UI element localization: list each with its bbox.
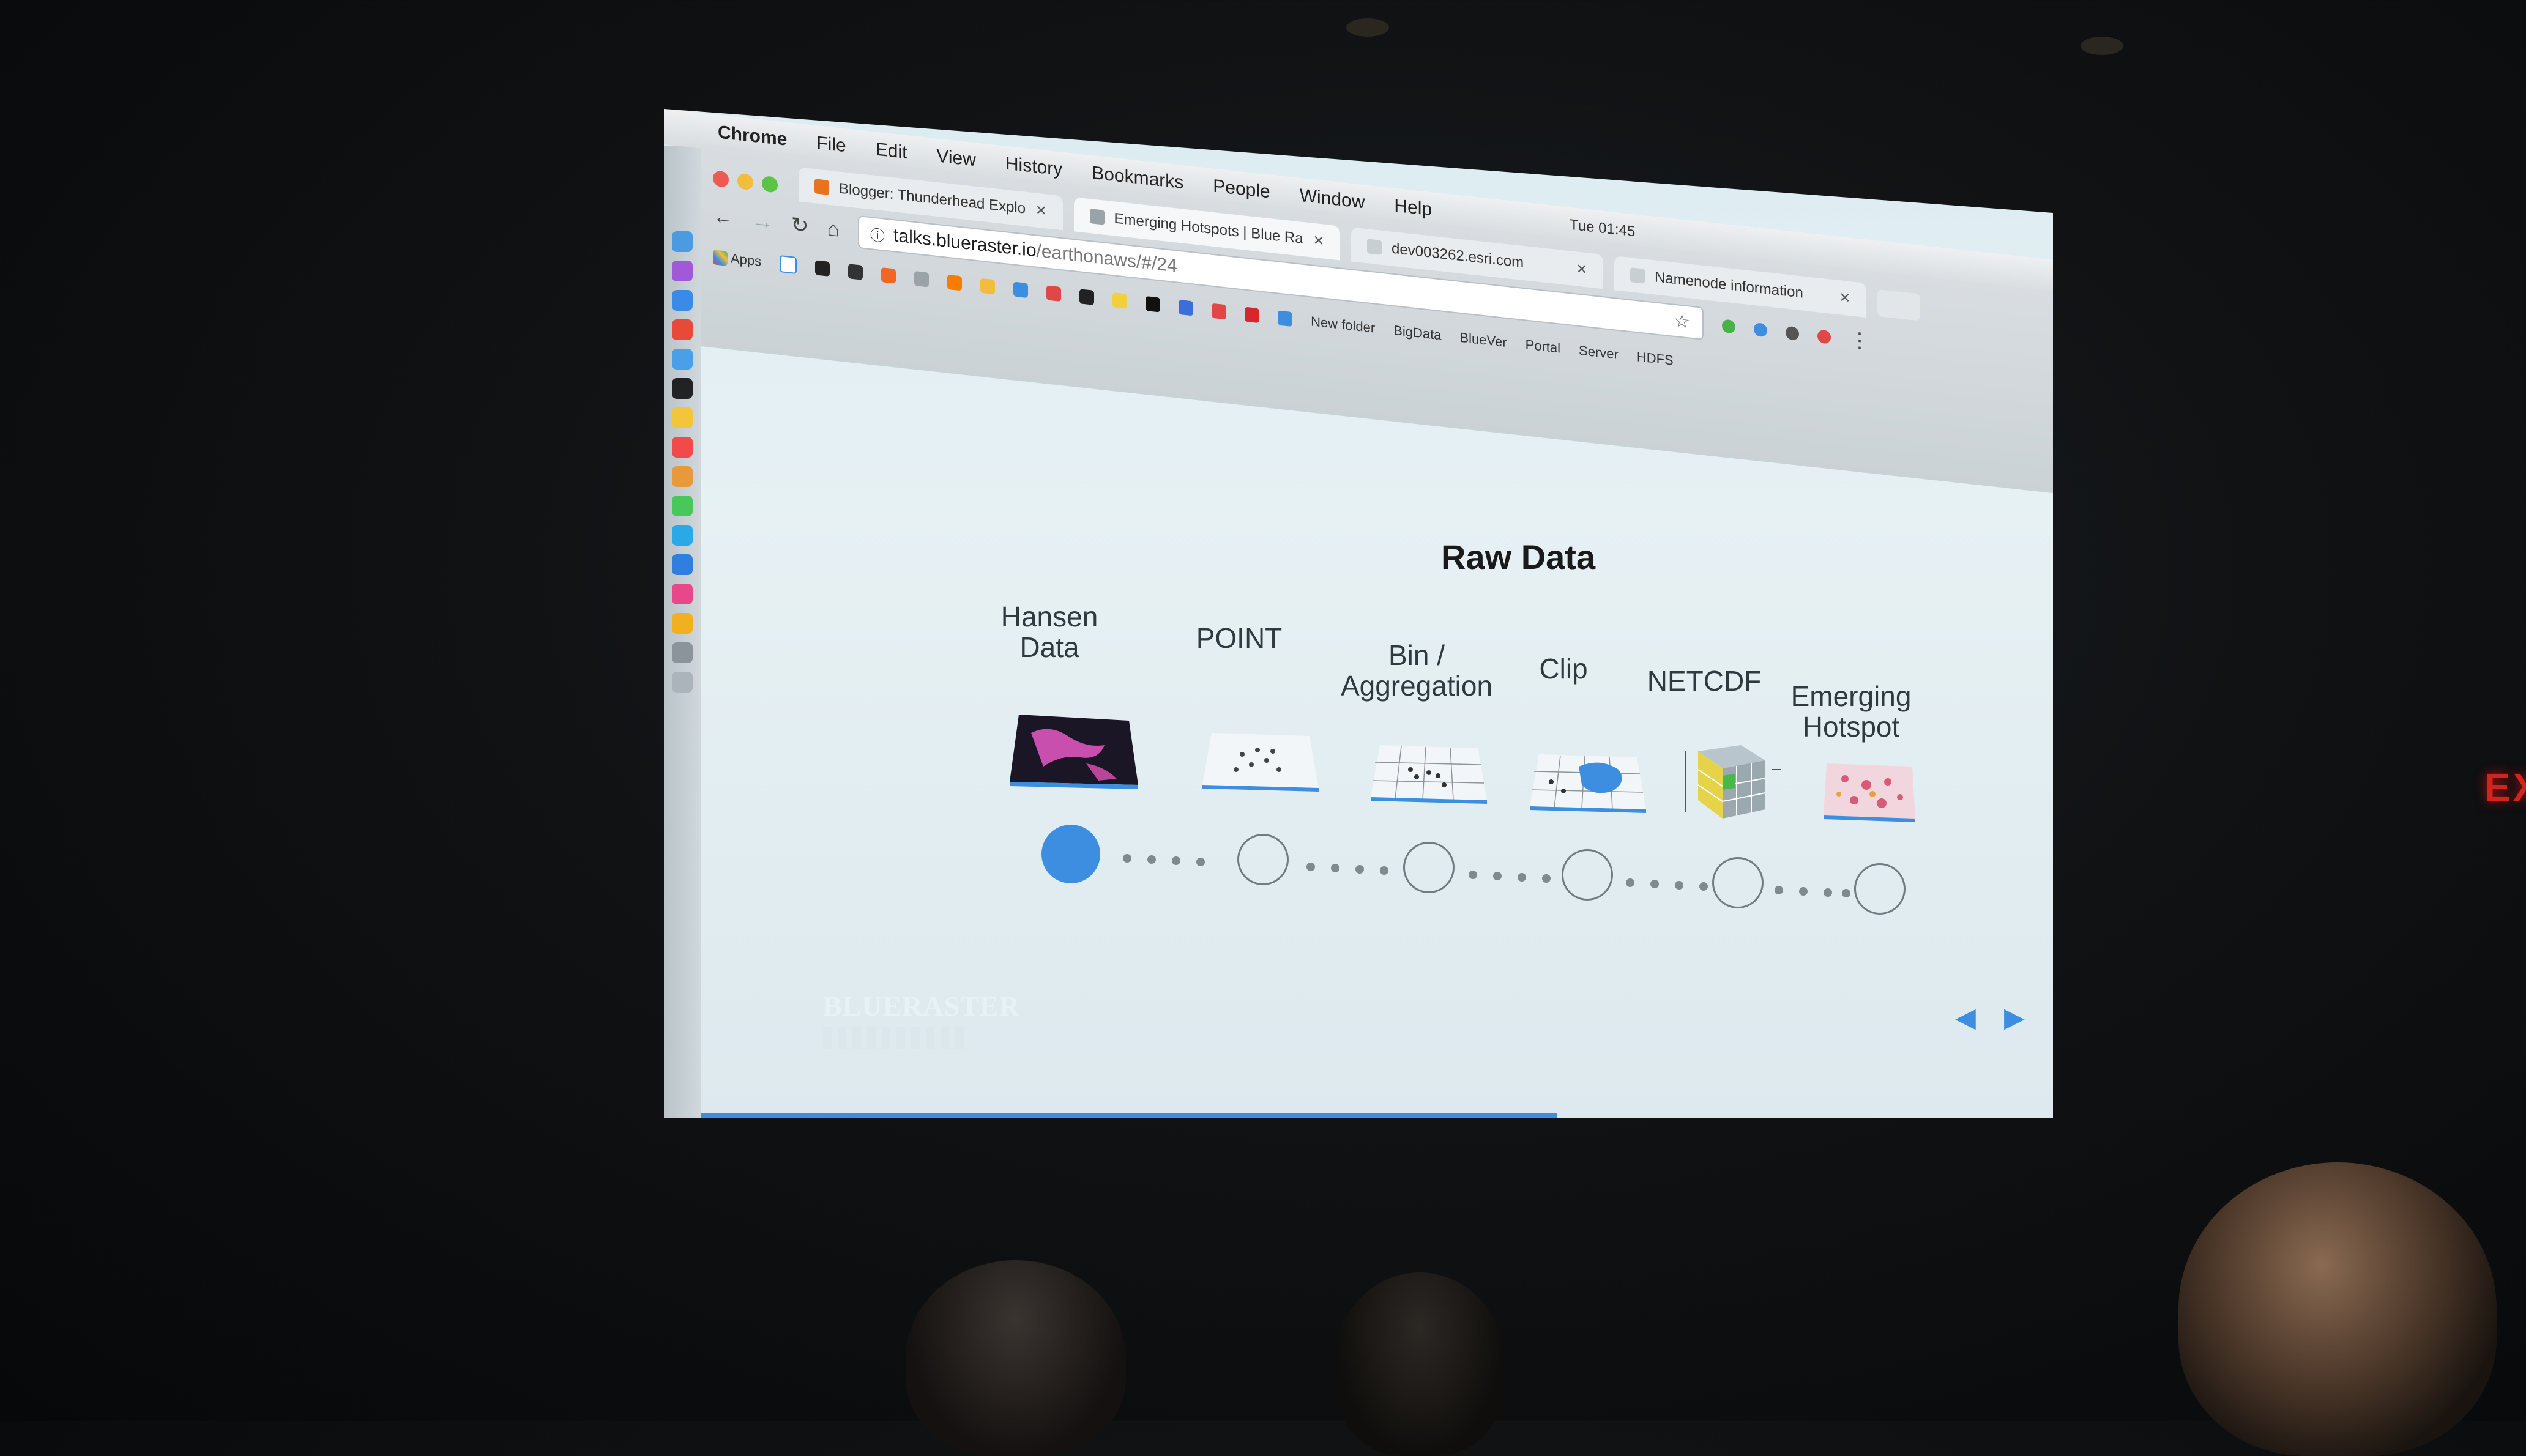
sketch-icon[interactable] bbox=[672, 613, 693, 634]
skype-icon[interactable] bbox=[672, 525, 693, 546]
slide-progress-bar bbox=[701, 1113, 1557, 1118]
step-node-hansen[interactable] bbox=[1041, 825, 1100, 883]
timeline-dot bbox=[1147, 855, 1156, 864]
timeline-dot bbox=[1172, 856, 1180, 865]
timeline-dot bbox=[1493, 872, 1502, 880]
presentation-slide: Raw Data Hansen Data POINT Bin / Aggrega… bbox=[701, 109, 2053, 1118]
calendar-icon[interactable] bbox=[672, 437, 693, 458]
terminal-icon[interactable] bbox=[672, 378, 693, 399]
safari-icon[interactable] bbox=[672, 290, 693, 311]
prev-slide-arrow-icon[interactable]: ◀ bbox=[1955, 1003, 1976, 1033]
ceiling-light bbox=[2081, 37, 2123, 55]
step-label-bin-aggregation: Bin / Aggregation bbox=[1340, 639, 1493, 702]
timeline-dot bbox=[1355, 865, 1364, 874]
step-node-emerging-hotspot[interactable] bbox=[1854, 863, 1906, 915]
settings-icon[interactable] bbox=[672, 642, 693, 663]
timeline-dot bbox=[1469, 871, 1477, 879]
step-label-clip: Clip bbox=[1539, 653, 1588, 685]
bin-aggregation-grid-icon bbox=[1371, 745, 1487, 804]
timeline-dot bbox=[1331, 864, 1339, 872]
step-label-hansen: Hansen Data bbox=[1000, 601, 1098, 663]
timeline-dot bbox=[1196, 858, 1205, 866]
mac-dock bbox=[664, 146, 701, 1118]
step-node-netcdf[interactable] bbox=[1712, 857, 1764, 908]
blueraster-logo-graphic bbox=[823, 1027, 970, 1049]
audience-head bbox=[1334, 1272, 1505, 1456]
timeline-dot bbox=[1123, 854, 1131, 863]
timeline-dot bbox=[1650, 880, 1659, 888]
mail-icon[interactable] bbox=[672, 349, 693, 370]
timeline-dot bbox=[1626, 878, 1634, 887]
timeline-dot bbox=[1775, 886, 1783, 894]
photos-icon[interactable] bbox=[672, 466, 693, 487]
slide-title: Raw Data bbox=[1441, 538, 1596, 576]
finder-icon[interactable] bbox=[672, 231, 693, 252]
step-node-bin-aggregation[interactable] bbox=[1403, 842, 1455, 893]
timeline-dot bbox=[1380, 866, 1388, 875]
launchpad-icon[interactable] bbox=[672, 261, 693, 281]
messages-icon[interactable] bbox=[672, 496, 693, 516]
timeline-dot bbox=[1824, 888, 1832, 897]
music-icon[interactable] bbox=[672, 584, 693, 604]
step-label-point: POINT bbox=[1196, 622, 1283, 654]
timeline-dot bbox=[1799, 887, 1808, 896]
notes-icon[interactable] bbox=[672, 407, 693, 428]
ceiling-light bbox=[1346, 18, 1389, 37]
timeline-dot bbox=[1675, 881, 1683, 890]
clip-polygon-icon bbox=[1530, 754, 1646, 813]
hansen-data-map-icon bbox=[1010, 715, 1138, 789]
timeline-dot bbox=[1306, 863, 1315, 871]
timeline-dot bbox=[1518, 873, 1526, 882]
exit-sign: EXI bbox=[2484, 765, 2526, 809]
next-slide-arrow-icon[interactable]: ▶ bbox=[2004, 1003, 2025, 1033]
netcdf-cube-icon bbox=[1685, 745, 1781, 819]
timeline-dot bbox=[1699, 882, 1708, 891]
emerging-hotspot-map-icon bbox=[1824, 763, 1915, 822]
audience-head bbox=[906, 1260, 1126, 1456]
step-node-point[interactable] bbox=[1237, 834, 1289, 885]
trash-icon[interactable] bbox=[672, 672, 693, 693]
chrome-icon[interactable] bbox=[672, 319, 693, 340]
timeline-dot bbox=[1842, 889, 1850, 897]
step-label-emerging-hotspot: Emerging Hotspot bbox=[1790, 680, 1912, 743]
app-store-icon[interactable] bbox=[672, 554, 693, 575]
step-label-netcdf: NETCDF bbox=[1647, 665, 1762, 697]
timeline-dot bbox=[1542, 874, 1551, 883]
blueraster-logo: BLUERASTER bbox=[823, 990, 1020, 1022]
step-node-clip[interactable] bbox=[1562, 849, 1613, 901]
projection-screen: Chrome File Edit View History Bookmarks … bbox=[664, 109, 2053, 1118]
audience-head bbox=[2178, 1162, 2497, 1456]
point-data-icon bbox=[1202, 733, 1319, 792]
